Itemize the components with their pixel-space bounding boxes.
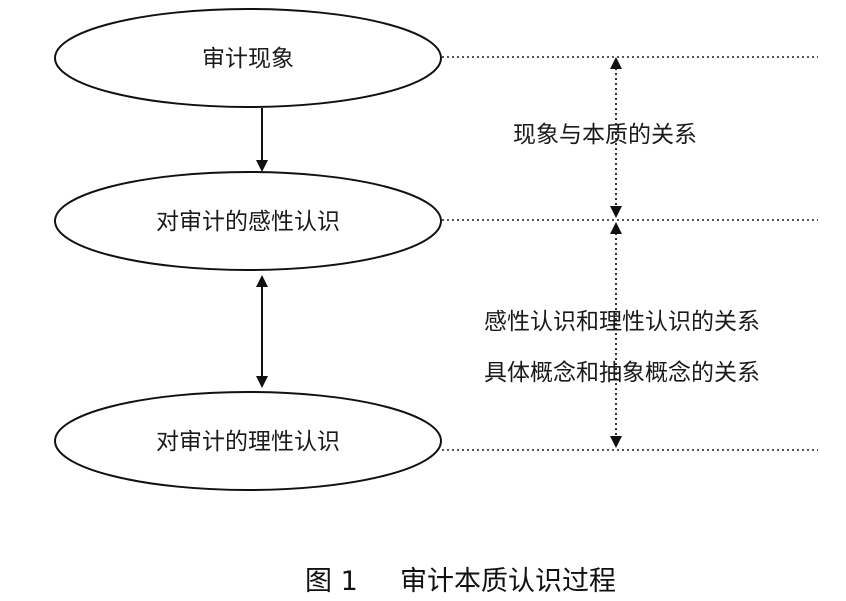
figure-title: 审计本质认识过程 (400, 566, 616, 597)
relation-label-concrete-abstract: 具体概念和抽象概念的关系 (484, 360, 760, 386)
node-rational-ellipse (54, 391, 442, 491)
figure-number: 图 1 (305, 566, 358, 597)
relation-label-perceptual-rational: 感性认识和理性认识的关系 (484, 309, 760, 335)
node-phenomenon-label: 审计现象 (202, 46, 294, 72)
node-perceptual-ellipse (54, 171, 442, 271)
node-rational-label: 对审计的理性认识 (156, 429, 340, 455)
node-perceptual-label: 对审计的感性认识 (156, 209, 340, 235)
relation-label-phenomenon-essence: 现象与本质的关系 (513, 122, 697, 148)
node-phenomenon-ellipse (54, 8, 442, 108)
